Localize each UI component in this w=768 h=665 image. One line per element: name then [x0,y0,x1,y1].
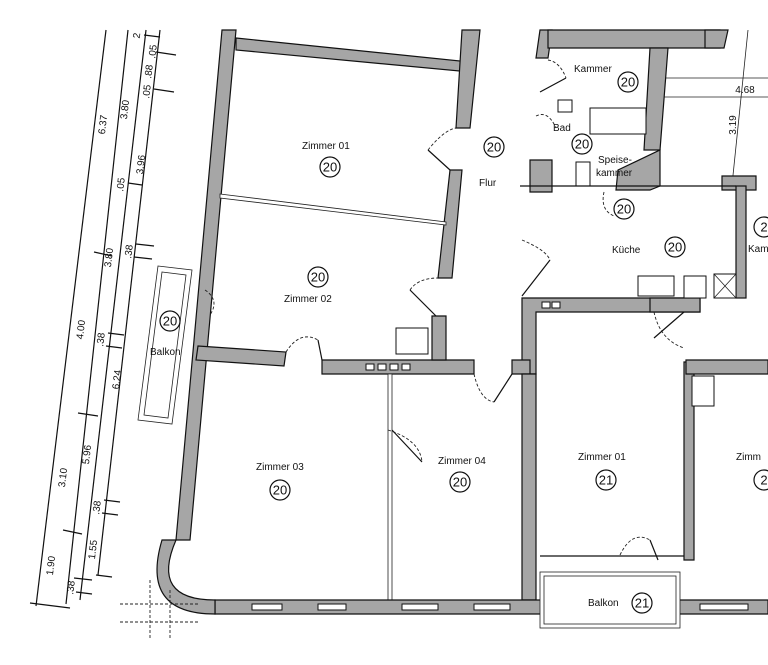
unit-number: 20 [668,240,682,255]
unit-number: 21 [599,473,613,488]
dimension-label: 2 [132,32,144,39]
dimension-label: .05 [115,177,128,193]
dimension-label: 3.80 [103,247,116,268]
walls [137,29,768,629]
unit-number: 21 [635,596,649,611]
dimension-label: 1.90 [45,555,58,576]
room-labels: Kammer 20 Bad 20 Speise- kammer 20 Zimme… [150,64,768,614]
unit-number: 2 [760,220,767,235]
dimension-label: 4.68 [735,85,755,96]
dimension-label: .38 [65,580,78,596]
dimension-label: 3.10 [57,467,70,488]
dimension-label: .88 [143,64,156,80]
unit-number: 20 [487,140,501,155]
dimension-label: 3.19 [728,115,739,135]
room-name: Balkon [150,347,181,358]
room-name: Flur [479,178,497,189]
dimension-label: 5.96 [81,444,94,465]
room-name: Bad [553,123,571,134]
dimension-label: 4.00 [75,319,88,340]
dimension-label: 6.24 [111,369,124,390]
room-name: Balkon [588,598,619,609]
dimension-label: 6.37 [97,114,110,135]
dimension-label: 3.80 [119,99,132,120]
room-name: Kammer [574,64,612,75]
dimension-label: .05 [141,84,154,100]
unit-number: 2 [760,473,767,488]
room-name: Zimmer 03 [256,462,304,473]
unit-number: 20 [273,483,287,498]
unit-number: 20 [311,270,325,285]
dimension-label: .05 [147,44,160,60]
dimension-label: .38 [91,500,104,516]
unit-number: 20 [163,314,177,329]
room-name: Küche [612,245,641,256]
room-name: Zimmer 01 [302,141,350,152]
fixtures [395,99,737,557]
dimension-label: .38 [95,332,108,348]
dimension-label: .38 [123,244,136,260]
unit-number: 20 [621,75,635,90]
dimension-lines: 6.37 4.00 3.10 1.90 3.80 .05 3.80 5.96 .… [29,29,768,609]
room-name-line2: kammer [596,168,633,179]
room-name: Kam [748,244,768,255]
room-name: Zimmer 04 [438,456,486,467]
unit-number: 20 [453,475,467,490]
unit-number: 20 [323,160,337,175]
room-name: Speise- [598,155,632,166]
windows [251,301,749,611]
unit-number: 20 [575,137,589,152]
dimension-label: 1.55 [87,539,100,560]
room-name: Zimm [736,452,761,463]
doors [120,59,685,640]
room-name: Zimmer 02 [284,294,332,305]
dimension-label: 3.96 [135,154,148,175]
room-name: Zimmer 01 [578,452,626,463]
unit-number: 20 [617,202,631,217]
